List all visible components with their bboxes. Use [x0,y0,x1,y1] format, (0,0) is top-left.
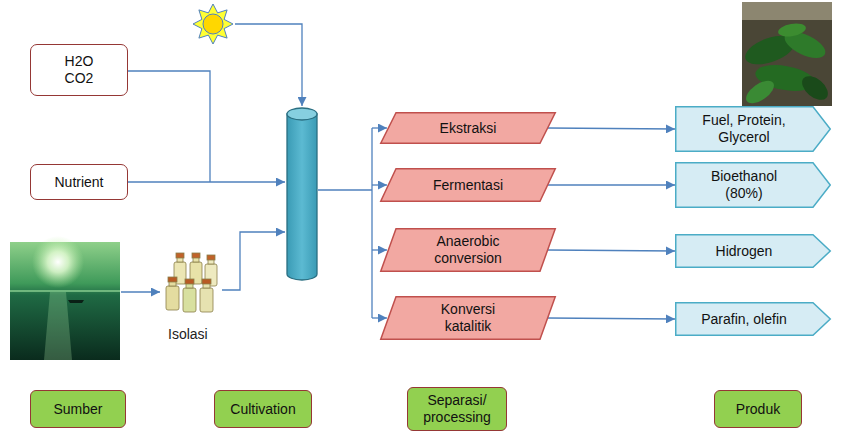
node-text: Bioethanol (80%) [698,168,790,202]
sun-glare [32,236,84,288]
node-text: Parafin, olefin [701,311,787,328]
shape-fill [381,229,556,272]
bottle [200,279,213,312]
branch-line [372,249,387,250]
shape-fill [676,163,831,208]
output-line [318,189,372,190]
reactor-top [287,108,317,120]
sea-photo [10,236,120,360]
reactor-body [287,114,317,280]
node-text: Cultivation [230,401,295,418]
flow-arrow [548,128,675,129]
sun-disc [203,14,223,34]
product-arrow: Bioethanol (80%) [675,162,831,208]
node-text: Fermentasi [433,177,503,194]
process-parallelogram: Konversi katalitik [380,296,556,340]
node-text: Separasi/ processing [417,392,497,426]
algae-leaf [777,22,807,39]
ship [68,300,84,303]
product-arrow: Hidrogen [675,234,831,268]
shape-fill [381,169,556,202]
node-text: Nutrient [54,174,103,191]
photo-bowl [742,2,832,20]
light-reflection [44,292,72,360]
stage-box: Produk [714,390,802,428]
node-text: Konversi katalitik [428,301,508,335]
node-text: Produk [736,401,780,418]
shape-fill [381,297,556,340]
branch-line [372,317,387,318]
nutrient-line [128,181,285,182]
feed-line [128,71,210,182]
product-arrow: Fuel, Protein, Glycerol [675,106,831,152]
node-text: Fuel, Protein, Glycerol [689,112,799,146]
process-parallelogram: Fermentasi [380,168,556,202]
bus-line [371,128,372,318]
shape-fill [676,107,831,152]
shape-fill [676,235,831,268]
light-line [235,24,302,106]
node-text: Anaerobic conversion [423,233,513,267]
flow-arrow [548,318,675,319]
node-text: Hidrogen [716,243,773,260]
sun-icon [193,4,233,44]
input-box: Nutrient [30,164,128,200]
product-arrow: Parafin, olefin [675,302,831,336]
process-parallelogram: Anaerobic conversion [380,228,556,272]
flow-arrow [548,184,675,185]
stage-box: Cultivation [214,390,312,428]
bottle [166,277,179,310]
shape-fill [381,113,556,144]
branch-line [372,184,387,185]
node-text: H2O CO2 [59,53,99,87]
horizon [10,290,120,292]
sun-rays [193,4,233,44]
process-parallelogram: Ekstraksi [380,112,556,144]
bottle [183,279,196,312]
source-line [121,291,160,292]
stage-box: Separasi/ processing [407,387,507,431]
photobioreactor [287,108,317,280]
algae-leaf [798,71,833,104]
shape-fill [676,303,831,336]
isolate-line [222,232,285,290]
culture-bottles [166,253,217,312]
branch-line [372,127,387,128]
node-text: Ekstraksi [440,120,497,137]
image-caption: Isolasi [168,326,208,342]
node-text: Sumber [53,401,102,418]
flow-arrow [548,250,675,251]
algae-leaf [742,76,777,107]
input-box: H2O CO2 [30,44,128,96]
algae-photo [741,2,832,108]
stage-box: Sumber [30,390,126,428]
